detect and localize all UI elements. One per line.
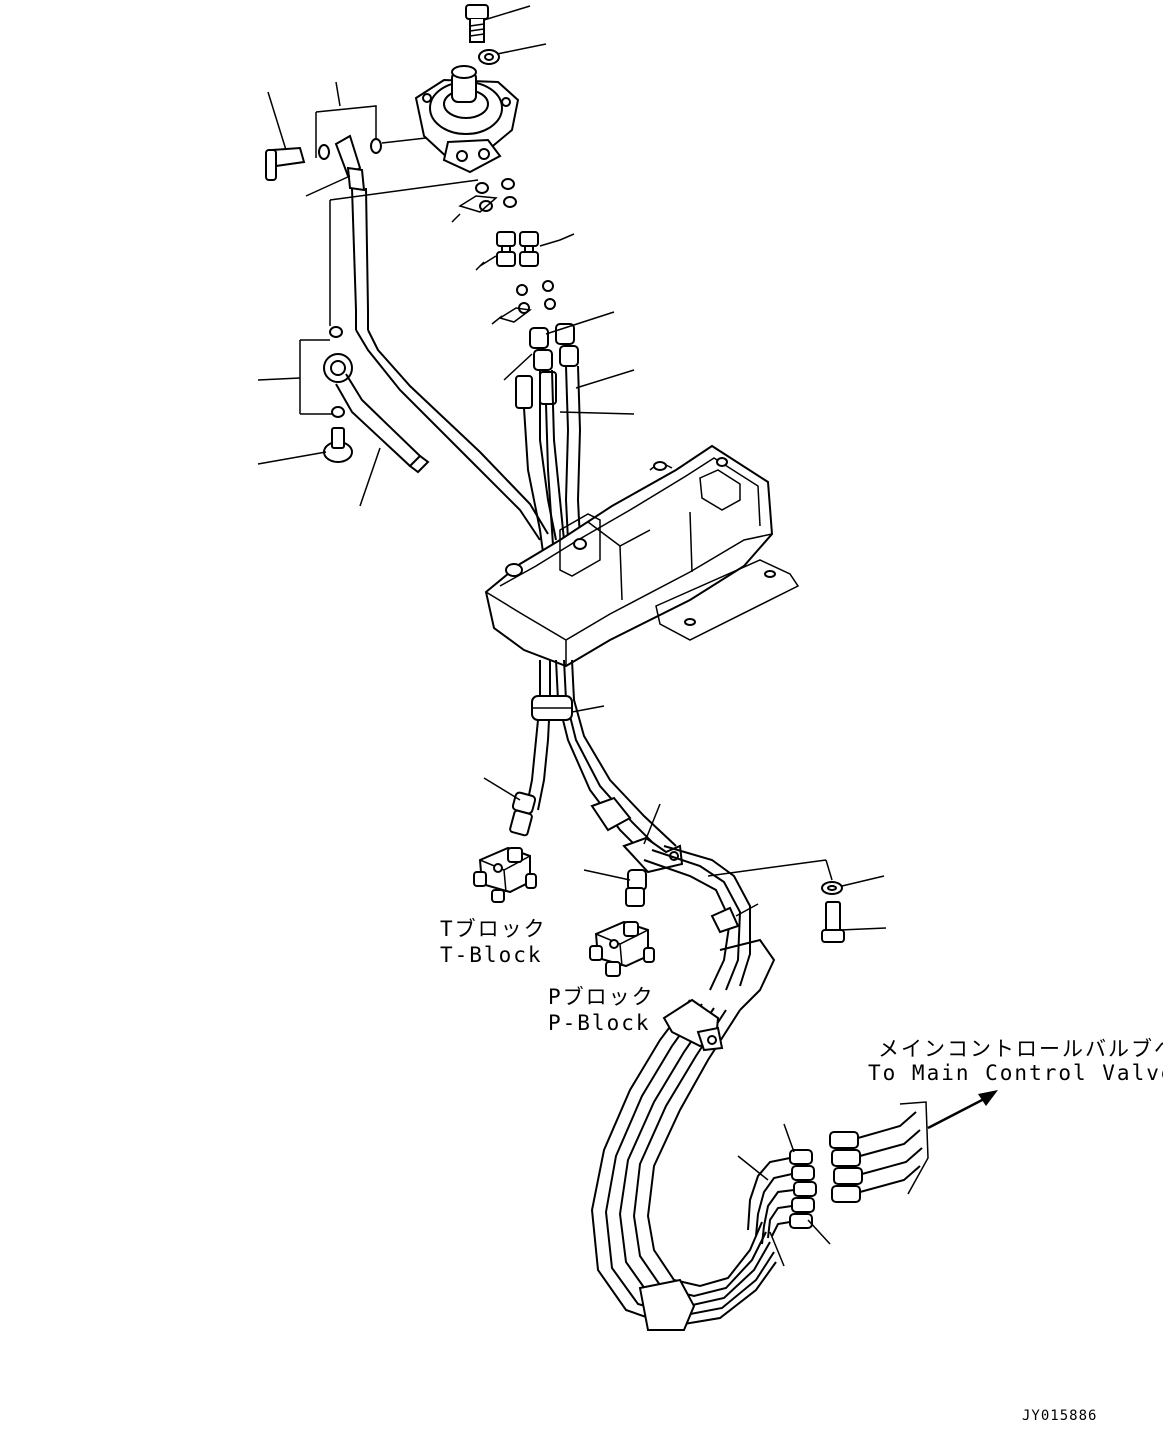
elbow-fitting-icon [789,1149,817,1229]
elbow-fitting-icon [625,869,647,907]
bolt-icon [323,427,353,463]
drawing-code: JY015886 [1022,1408,1097,1424]
block-icon [473,846,537,903]
hose-bundle [590,938,777,1328]
main-valve-label-en: To Main Control Valve [868,1061,1163,1085]
clamp-icon [531,695,573,721]
elbow-fitting-icon [829,1131,863,1203]
elbow-fitting-icon [496,231,539,267]
arrow-icon [927,1090,998,1130]
o-ring-icon [318,144,330,160]
elbow-fitting-icon [509,791,537,837]
bolt-icon [265,146,306,181]
elbow-fitting-icon [334,134,366,192]
t-block-label-en: T-Block [440,943,543,967]
clamp-icon [638,1278,696,1331]
elbow-fitting-icon [515,323,579,409]
p-block-label-en: P-Block [548,1011,651,1035]
elbow-fitting-icon [323,353,353,383]
pilot-valve-icon [414,65,520,174]
p-block-label-jp: Pブロック [548,985,655,1009]
block-icon [589,920,655,977]
washer-icon [478,49,500,65]
clamp-icon [662,998,724,1052]
o-ring-icon [370,138,382,154]
clamp-icon [710,906,740,934]
clamp-icon [590,796,632,832]
main-valve-label-jp: メインコントロールバルブへ [878,1037,1163,1061]
console-box-icon [484,444,800,668]
bolt-icon [821,901,845,943]
washer-icon [821,881,843,895]
t-block-label-jp: Tブロック [440,917,547,941]
o-ring-icon [329,326,345,418]
o-ring-icon [475,178,517,212]
bolt-icon [465,4,489,43]
